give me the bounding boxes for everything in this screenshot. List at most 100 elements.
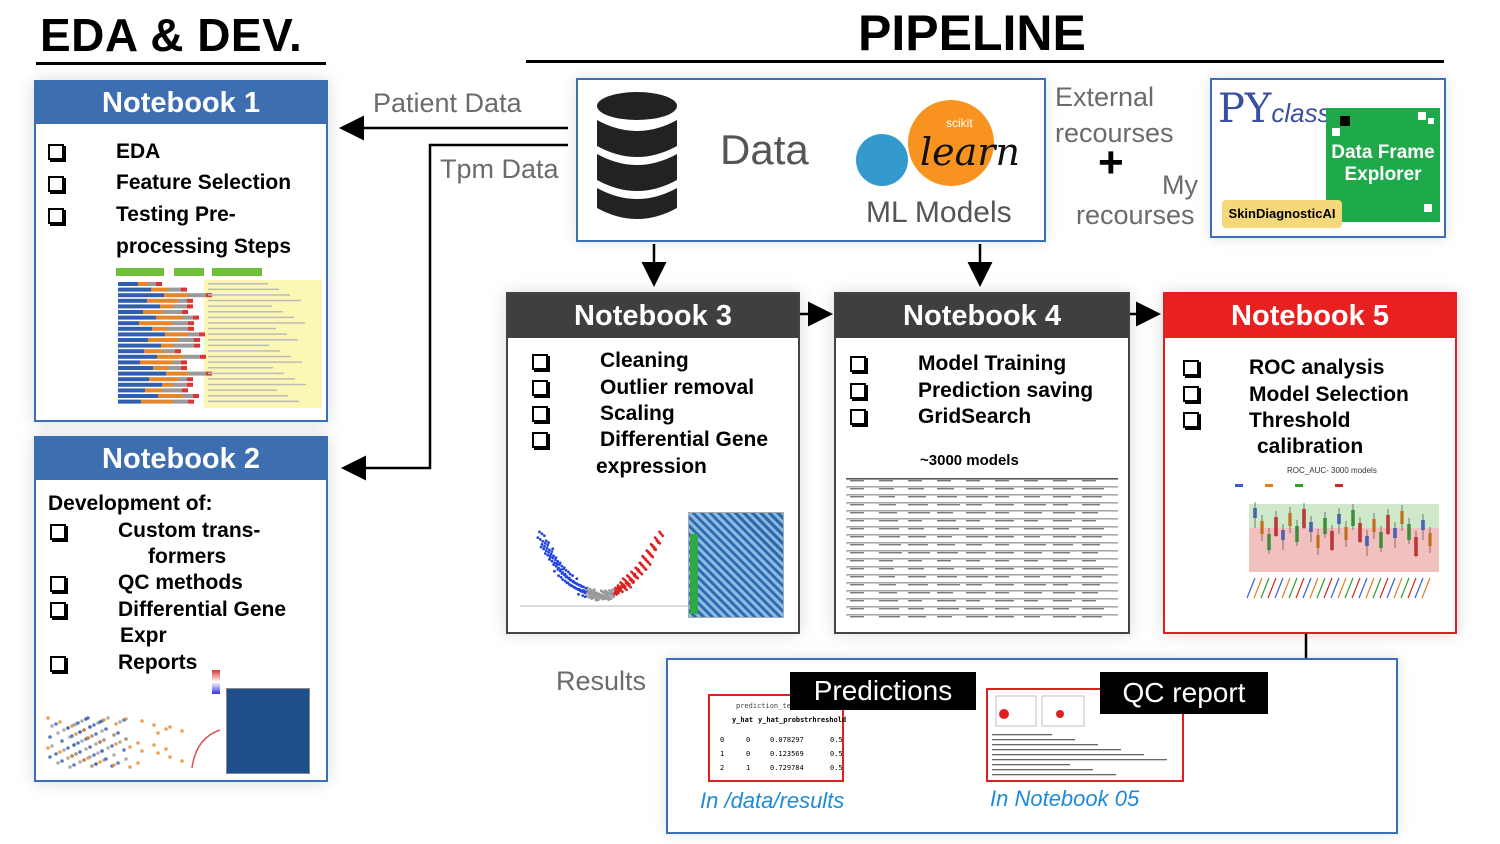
nb1-item-testing-line1: Testing Pre- [116,203,236,226]
scatter-point [118,720,122,724]
table-cell-mark [966,576,988,578]
volcano-point [630,570,633,574]
bar-mark [187,382,193,387]
volcano-point [653,536,657,540]
bar-mark [173,360,181,365]
table-cell-mark [850,512,864,514]
nb4-item-training: Model Training [918,352,1067,375]
bar-mark [118,338,148,342]
bar-mark [173,304,187,309]
volcano-point [555,563,559,566]
table-cell-mark [1024,560,1038,562]
table-cell-mark [937,520,956,522]
volcano-point [619,581,623,584]
volcano-point [558,561,562,565]
text-line-mark [208,395,288,397]
scatter-point [164,747,168,751]
table-cell-mark [1053,544,1073,546]
table-cell-mark [850,568,864,570]
nb1-item-testing-line2: processing Steps [116,235,292,258]
table-cell-mark [995,600,1014,602]
scatter-point [50,724,54,728]
table-cell-mark [937,616,952,618]
tick-label-mark [1386,577,1396,599]
scatter-point [76,741,80,745]
nb2-item-custom-line2: formers [148,545,227,568]
table-cell-mark [908,496,926,498]
scatter-point [88,745,92,749]
table-cell-mark [879,584,896,586]
pyclass-class: class [1271,98,1331,128]
volcano-point [552,554,555,558]
tick-label-mark [1302,577,1312,599]
nb4-item-gridsearch: GridSearch [918,405,1032,428]
volcano-point [583,591,587,595]
table-cell-mark [995,528,1009,530]
volcano-point [542,547,546,551]
table-cell-mark [1024,568,1044,570]
volcano-point [646,550,650,554]
volcano-point [617,589,621,593]
volcano-point [564,569,568,572]
checkbox-icon [1183,360,1199,376]
table-cell-mark [1082,520,1096,522]
bar-mark [168,366,181,370]
volcano-point [655,538,659,541]
bar-mark [148,282,156,286]
bar-mark [118,310,143,314]
table-cell-mark [1082,576,1102,578]
table-cell-mark [850,592,864,594]
table-cell-mark [966,520,980,522]
volcano-point [579,589,583,593]
scatter-point [54,752,58,756]
nb1-item-eda: EDA [116,140,161,163]
scatter-point [72,723,76,727]
table-cell-mark [937,592,953,594]
bar-mark [138,282,148,286]
table-cell-mark [879,616,900,618]
scatter-point [156,731,160,735]
volcano-point [554,556,558,559]
table-header: y_hat [732,716,754,724]
volcano-point [550,559,554,563]
table-header: y_hat_probs [758,716,805,724]
table-cell-mark [1024,592,1042,594]
tick-label-mark [1316,577,1326,599]
checkbox-icon [850,383,866,399]
notebook-1: Notebook 1 EDA Feature Selection Testing… [34,80,328,422]
pyclass-logo: PYclass [1218,86,1338,134]
volcano-point [625,574,629,577]
table-cell-mark [879,488,894,490]
table-cell-mark [850,536,864,538]
table-cell-mark [1053,528,1069,530]
bar-mark [163,310,182,314]
table-line-mark [846,590,1118,592]
scatter-point [72,743,76,747]
table-cell-mark [879,568,894,570]
table-cell-mark [966,568,984,570]
table-cell-mark [908,560,922,562]
bar-mark [187,377,193,382]
report-text-line [992,759,1167,761]
table-cell-mark [1053,584,1068,586]
bar-mark [118,377,149,382]
table-cell-mark [995,608,1009,610]
table-line-mark [846,502,1118,504]
scatter-point [78,730,82,734]
bar-mark [188,321,194,326]
volcano-point [543,541,547,545]
volcano-point [577,588,580,592]
bar-mark [161,343,173,348]
volcano-point [548,555,552,559]
scatter-point [80,739,84,743]
volcano-point [543,544,546,548]
volcano-point [577,592,580,596]
table-cell-mark [908,528,924,530]
table-cell-mark [879,528,899,530]
table-cell-mark [908,480,922,482]
table-cell-mark [850,504,864,506]
bar-mark [149,377,178,382]
scatter-point [124,717,128,721]
volcano-point [603,589,607,593]
volcano-point [609,592,613,596]
